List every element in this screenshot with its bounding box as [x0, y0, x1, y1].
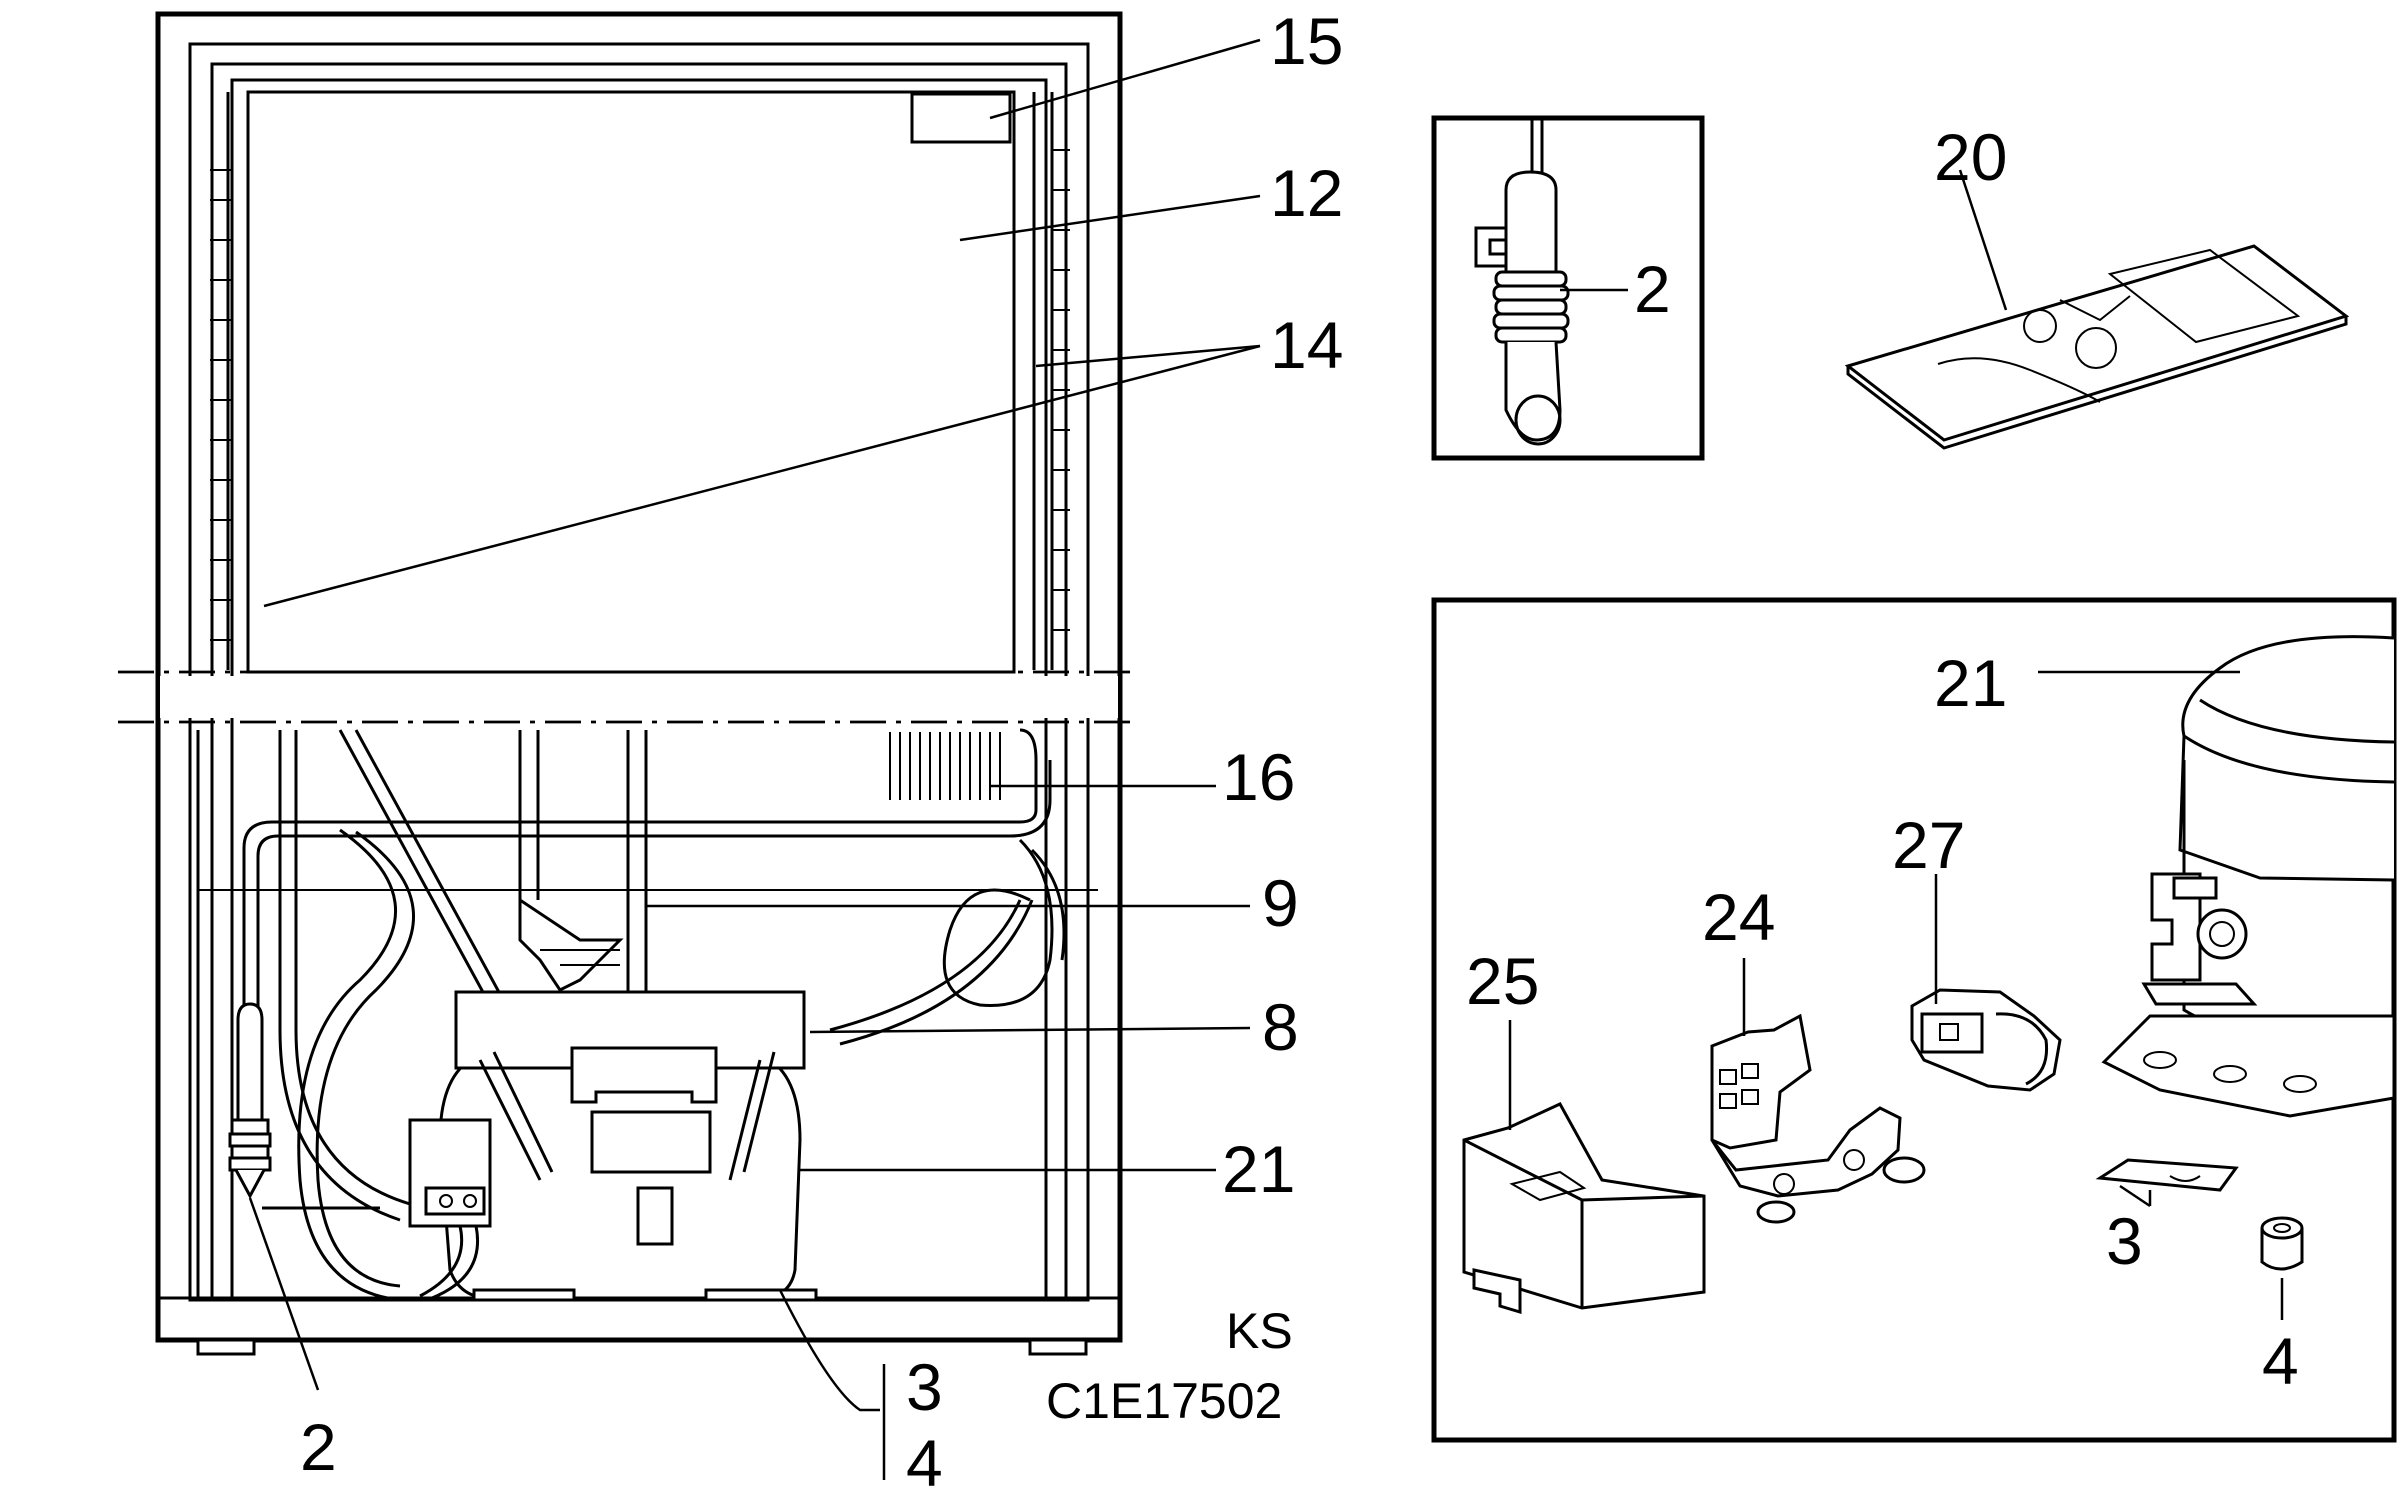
callout-21-detail: 21: [1934, 646, 2007, 720]
callout-16: 16: [1222, 740, 1295, 814]
right-rail: [1032, 92, 1070, 670]
callout-15: 15: [1270, 4, 1343, 78]
sensor-probe-icon: [228, 1002, 380, 1210]
detail-sensor: 2: [1431, 115, 1705, 461]
leader-lines: [248, 38, 1261, 1480]
compressor-icon-detail: [2101, 635, 2396, 1118]
mounting-clip-icon: [2095, 1158, 2239, 1208]
cabinet-foot-right: [1028, 1338, 1088, 1356]
callout-2-main: 2: [300, 1410, 337, 1484]
cabinet-foot-left: [196, 1338, 256, 1356]
cabinet-view: 15 12 14 16 9 8 21 2 3 4 KS C1E17502: [118, 4, 1343, 1500]
callout-3-detail: 3: [2106, 1204, 2143, 1278]
lower-piping: [160, 728, 1118, 1302]
callout-25: 25: [1466, 944, 1539, 1018]
callout-20: 20: [1934, 120, 2007, 194]
left-rail: [210, 92, 232, 670]
callout-27: 27: [1892, 808, 1965, 882]
callout-4-main: 4: [906, 1426, 943, 1500]
manual-booklet-icon: 20: [1844, 120, 2350, 450]
start-relay-icon-detail: [1910, 874, 2062, 1092]
rubber-grommet-icon: [2260, 1216, 2304, 1320]
start-relay-icon: [408, 1118, 492, 1300]
part-9-connector: [518, 897, 624, 992]
callout-3-main: 3: [906, 1350, 943, 1424]
drawing-code: C1E17502: [1046, 1373, 1282, 1429]
callout-14: 14: [1270, 308, 1343, 382]
callout-12: 12: [1270, 156, 1343, 230]
terminal-cover-icon: [1462, 1020, 1706, 1315]
callout-2-detail: 2: [1634, 252, 1671, 326]
terminal-bracket-icon: [1710, 958, 1926, 1224]
callout-8: 8: [1262, 990, 1299, 1064]
detail-sensor-frame: [1431, 115, 1705, 461]
part-15-box: [910, 92, 1012, 144]
compressor-icon: [438, 990, 818, 1302]
callout-21-main: 21: [1222, 1132, 1295, 1206]
callout-4-detail: 4: [2262, 1324, 2299, 1398]
cabinet-outer-frame: [155, 11, 1123, 1343]
detail-compressor-parts: 21 27 24: [1431, 597, 2397, 1443]
signature: KS: [1226, 1303, 1293, 1359]
interior-compartment: [246, 90, 1016, 674]
callout-9: 9: [1262, 866, 1299, 940]
callout-24: 24: [1702, 880, 1775, 954]
